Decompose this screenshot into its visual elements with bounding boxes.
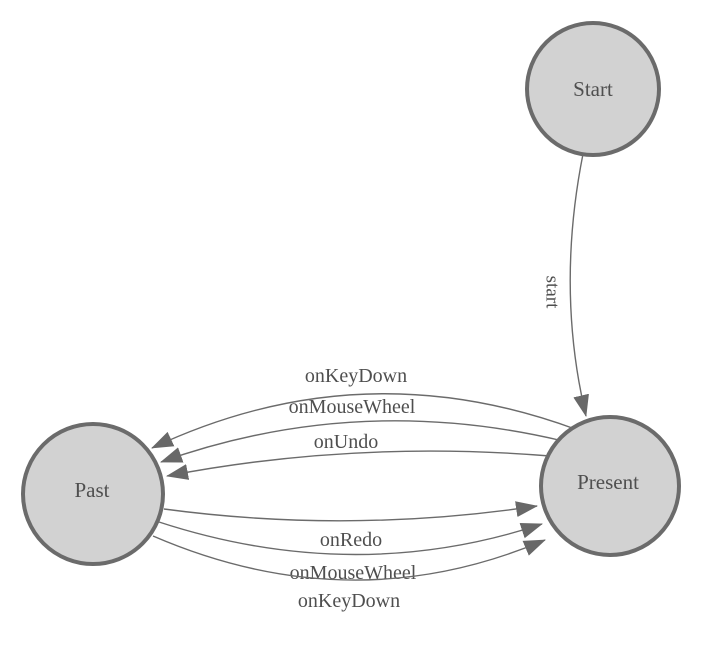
node-present-circle — [539, 415, 681, 557]
edge-start-to-present: start — [542, 153, 589, 417]
edge-past-to-present-onkeydown: onKeyDown — [152, 535, 546, 612]
edge-label-onredo: onRedo — [320, 529, 382, 551]
edge-present-to-past-onmousewheel: onMouseWheel — [160, 396, 564, 463]
edge-past-to-present-onmousewheel-path — [158, 521, 543, 556]
edge-start-to-present-path — [569, 153, 589, 417]
node-past-label: Past — [74, 478, 109, 502]
edge-past-to-present-onredo: onRedo — [163, 501, 538, 551]
edge-present-to-past-onundo: onUndo — [166, 431, 551, 480]
edge-label-onkeydown-upper: onKeyDown — [305, 365, 407, 387]
node-present: Present — [539, 415, 681, 557]
node-present-label: Present — [577, 470, 639, 494]
edge-present-to-past-onkeydown-path — [151, 393, 576, 449]
edge-label-onundo: onUndo — [314, 431, 378, 453]
node-start-circle — [525, 21, 661, 157]
edge-label-start: start — [542, 276, 563, 309]
edge-past-to-present-onredo-path — [163, 501, 538, 522]
edge-past-to-present-onkeydown-path — [152, 535, 546, 581]
node-start-label: Start — [573, 77, 613, 101]
edge-present-to-past-onundo-path — [166, 450, 551, 480]
node-past-circle — [21, 422, 165, 566]
edge-present-to-past-onkeydown: onKeyDown — [151, 365, 576, 449]
edge-label-onkeydown-lower: onKeyDown — [298, 590, 400, 612]
node-past: Past — [21, 422, 165, 566]
edge-present-to-past-onmousewheel-path — [160, 420, 564, 463]
edge-label-onmousewheel-upper: onMouseWheel — [289, 396, 416, 418]
node-start: Start — [525, 21, 661, 157]
